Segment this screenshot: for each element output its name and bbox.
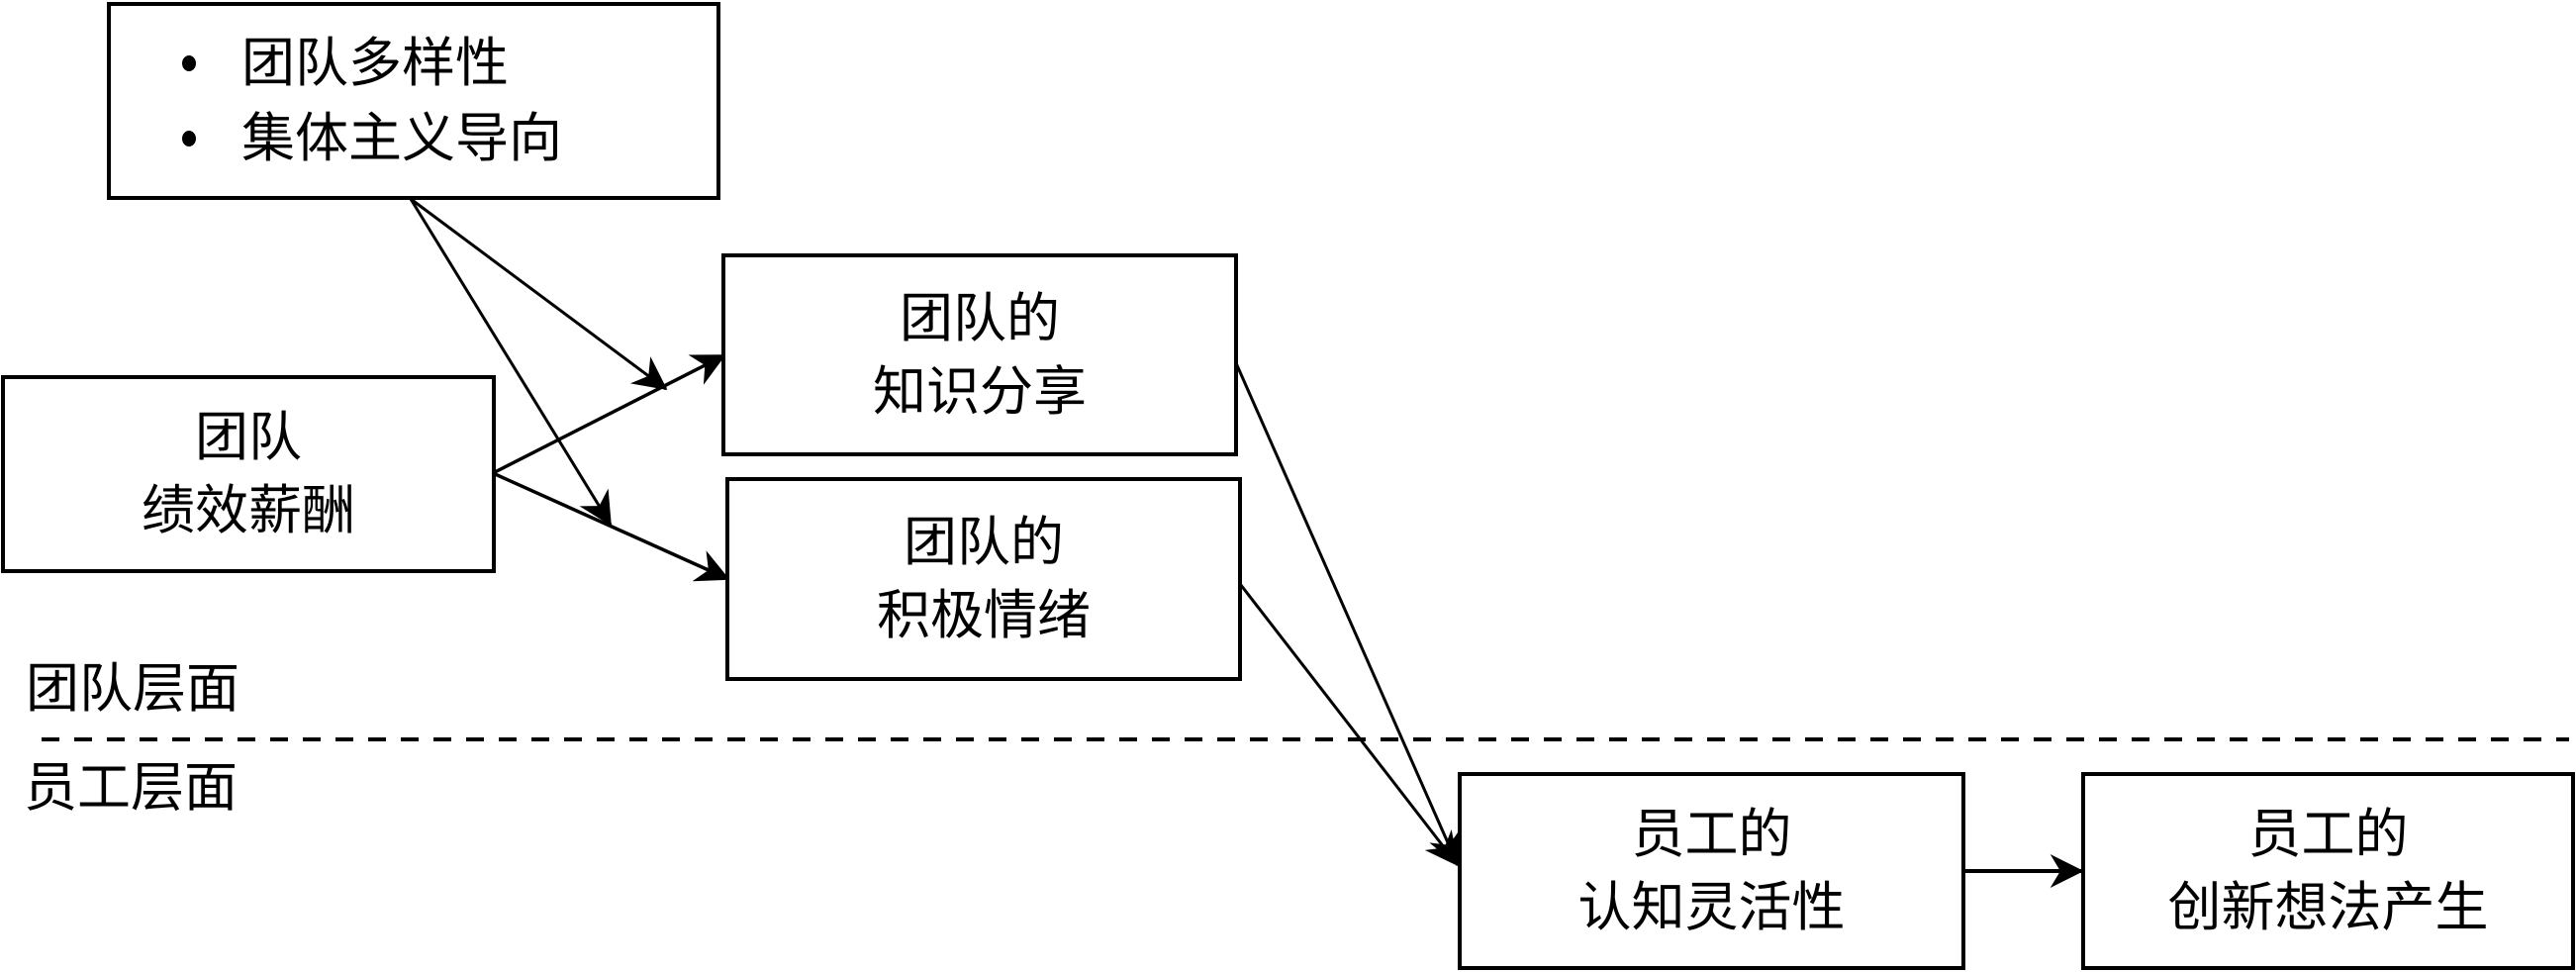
node-label-line: 认知灵活性 [1577,876,1846,938]
arrow-affect-to-flexibility [1235,579,1460,867]
team-level-label: 团队层面 [26,657,239,720]
arrow-pay-to-knowledge [492,353,726,475]
node-label-line: 知识分享 [873,359,1087,423]
moderation-arrow-to-affect-path [409,198,613,527]
arrow-pay-to-affect [492,471,730,582]
node-label-line: 团队 [195,406,302,468]
moderation-arrow-to-knowledge-path [410,197,668,391]
moderators-box: 团队多样性 集体主义导向 [107,2,720,200]
arrow-knowledge-to-flexibility [1231,355,1461,867]
moderator-label: 团队多样性 [241,32,509,94]
cognitive-flexibility-box: 员工的 认知灵活性 [1458,772,1965,970]
node-label-line: 积极情绪 [877,584,1091,646]
node-label-line: 员工的 [2247,803,2409,865]
moderator-item: 团队多样性 [182,26,509,101]
team-pay-box: 团队 绩效薪酬 [1,375,496,573]
node-label-line: 创新想法产生 [2167,876,2489,938]
positive-affect-box: 团队的 积极情绪 [725,477,1242,681]
idea-generation-box: 员工的 创新想法产生 [2081,772,2575,970]
moderator-item: 集体主义导向 [182,101,562,176]
node-label-line: 团队的 [904,511,1064,573]
node-label-line: 团队的 [900,286,1060,349]
bullet-icon [182,131,196,146]
bullet-icon [182,55,196,71]
moderator-label: 集体主义导向 [241,107,562,169]
node-label-line: 员工的 [1631,803,1792,865]
knowledge-sharing-box: 团队的 知识分享 [721,253,1238,456]
node-label-line: 绩效薪酬 [142,479,355,541]
employee-level-label: 员工层面 [24,756,238,819]
